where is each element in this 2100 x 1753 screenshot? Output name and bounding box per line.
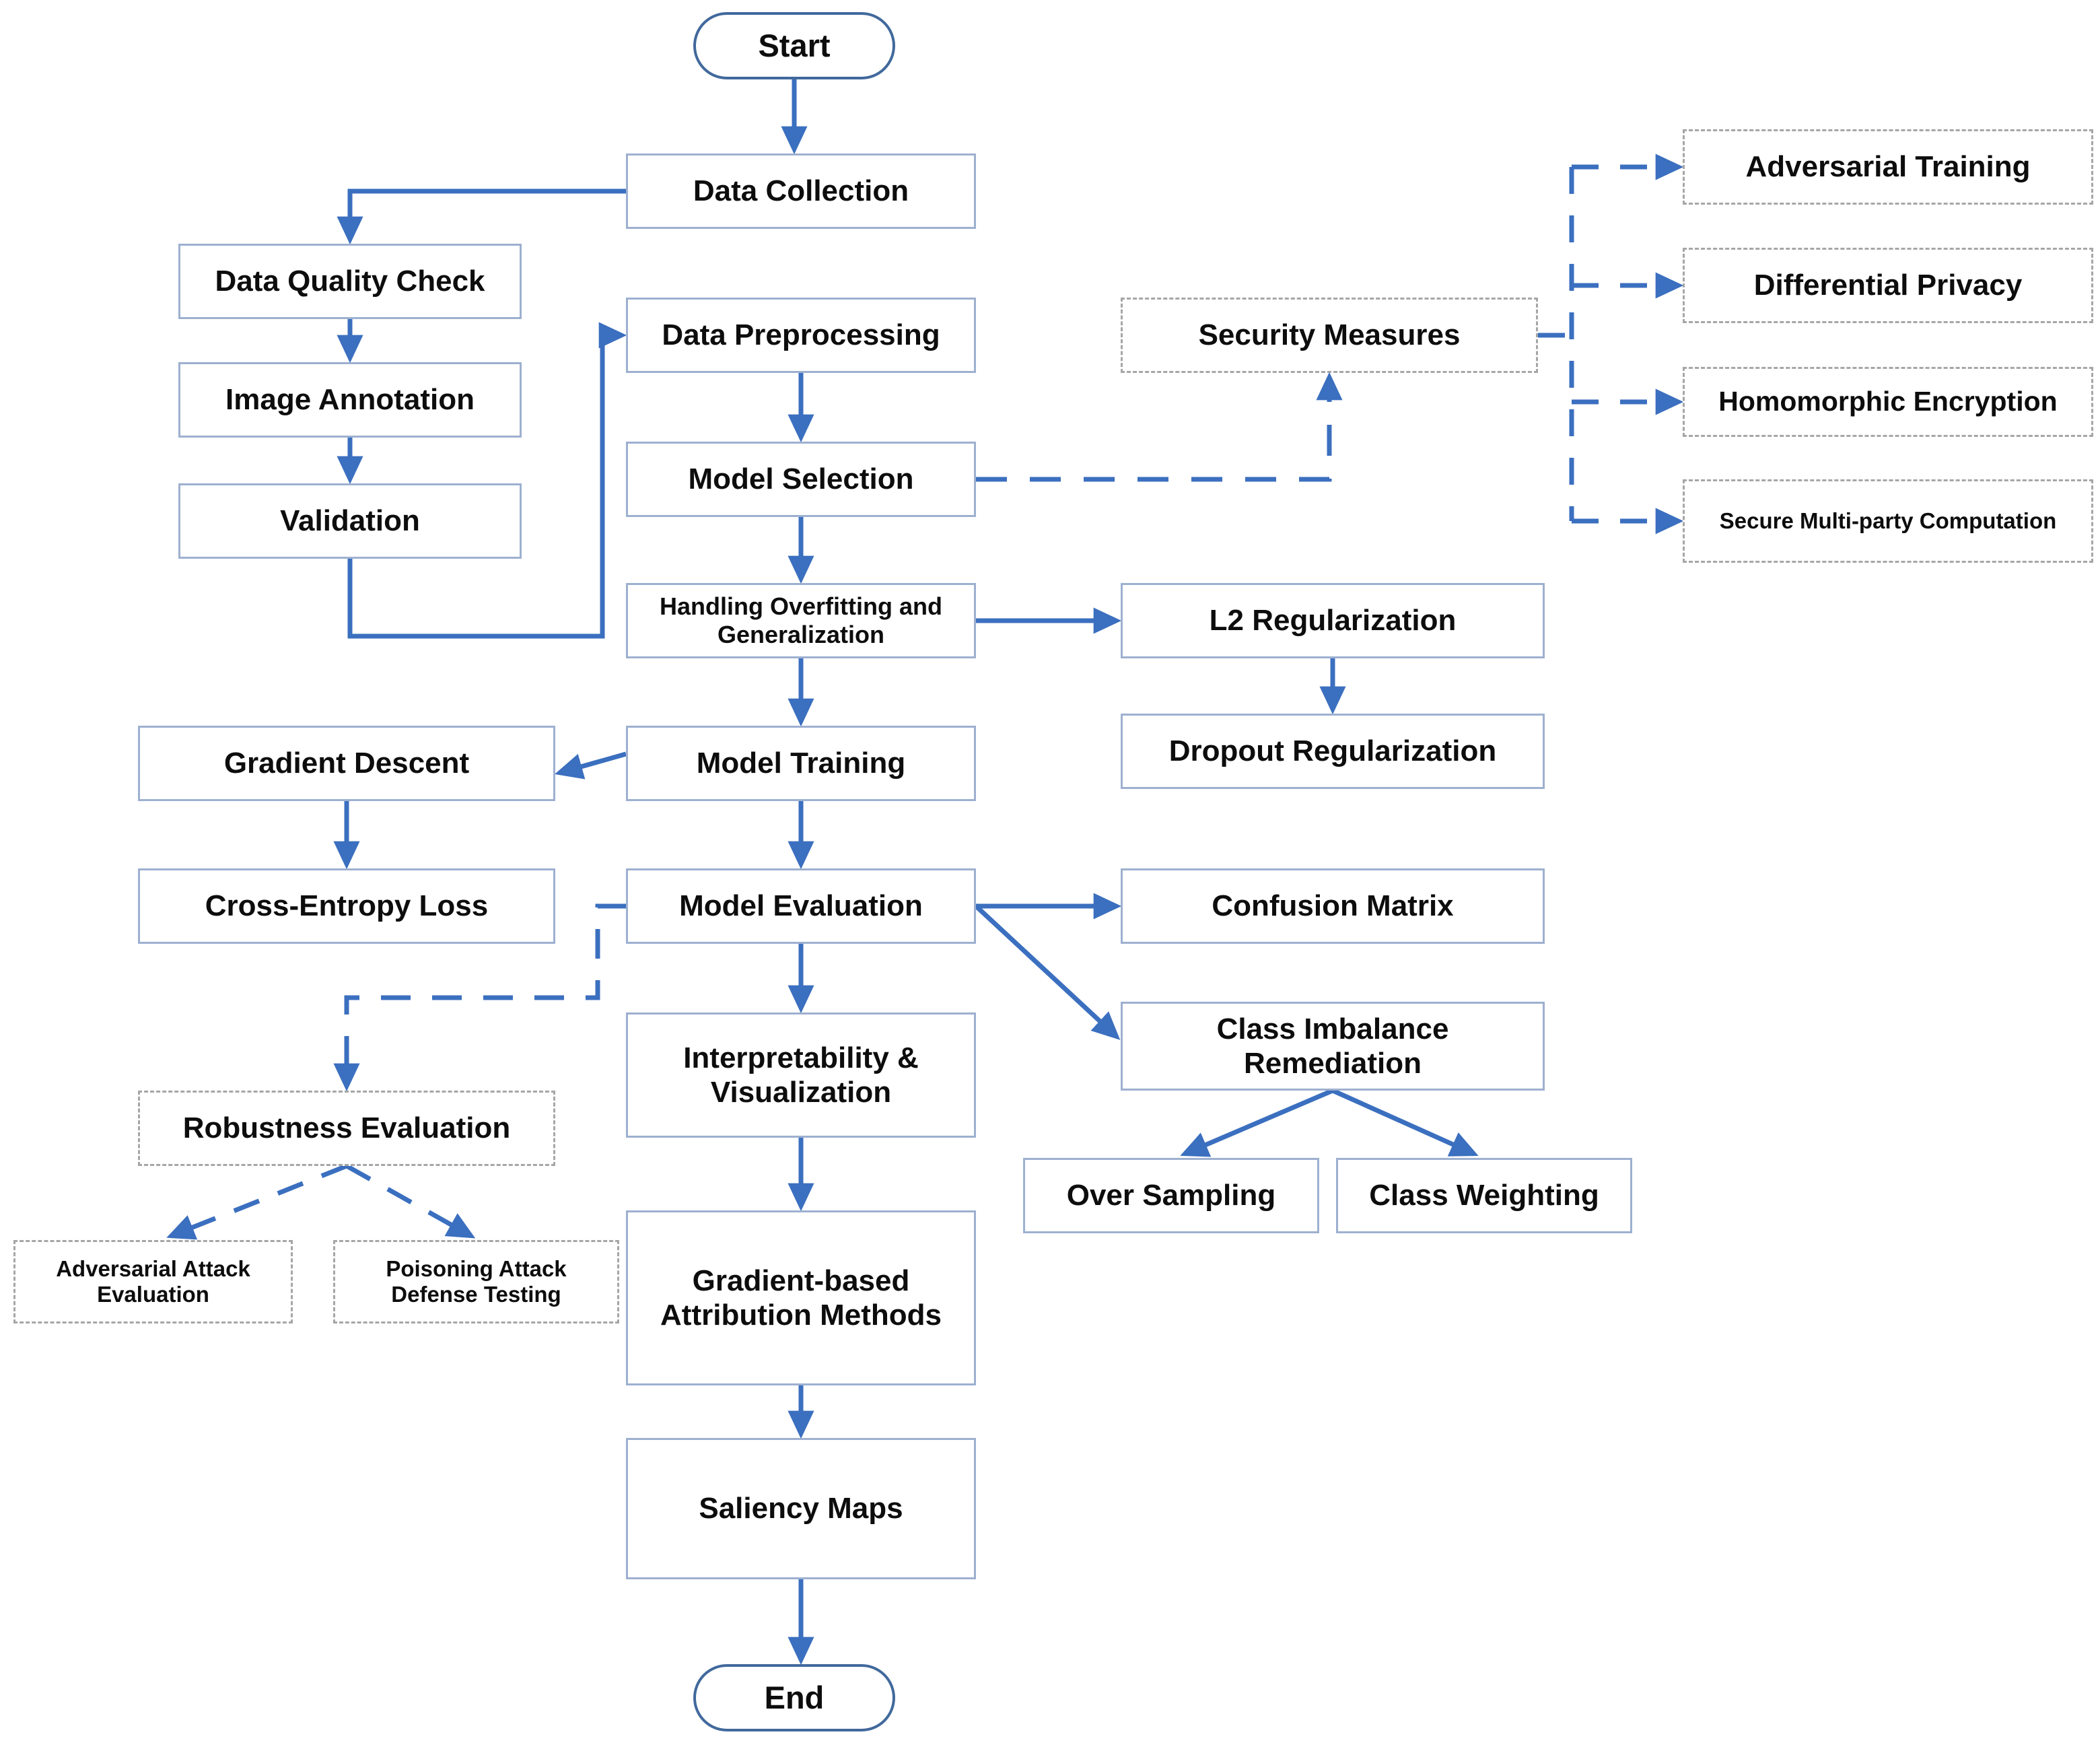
node-data_collection[interactable]: Data Collection (626, 153, 976, 229)
node-label-smpc: Secure Multi-party Computation (1719, 508, 2057, 533)
node-label-image_annotation: Image Annotation (225, 383, 475, 417)
edge-robustness-poisoning-attack (345, 1163, 476, 1239)
node-label-end: End (764, 1679, 825, 1715)
node-interp_vis[interactable]: Interpretability & Visualization (626, 1012, 976, 1138)
edge-model-training-gradient-descent (555, 751, 627, 780)
node-start[interactable]: Start (693, 12, 895, 79)
edge-class-imbalance-class-weighting (1331, 1088, 1479, 1157)
node-label-dropout_reg: Dropout Regularization (1168, 734, 1497, 768)
node-label-security_measures: Security Measures (1198, 318, 1461, 352)
node-model_selection[interactable]: Model Selection (626, 442, 976, 517)
edge-class-imbalance-over-sampling (1180, 1088, 1334, 1157)
node-label-model_eval: Model Evaluation (679, 889, 923, 923)
node-label-robustness_eval: Robustness Evaluation (182, 1111, 511, 1145)
edge-model-evaluation-class-imbalance (974, 904, 1121, 1040)
node-label-adversarial_attack: Adversarial Attack Evaluation (56, 1256, 250, 1307)
node-label-gradient_descent: Gradient Descent (223, 747, 470, 780)
node-class_weighting[interactable]: Class Weighting (1336, 1158, 1632, 1233)
node-homomorphic[interactable]: Homomorphic Encryption (1683, 367, 2093, 437)
node-label-data_collection: Data Collection (693, 174, 909, 208)
edge-robustness-adversarial-attack (166, 1163, 348, 1240)
node-over_sampling[interactable]: Over Sampling (1023, 1158, 1319, 1233)
node-label-over_sampling: Over Sampling (1066, 1179, 1276, 1212)
node-label-adv_training: Adversarial Training (1745, 150, 2031, 184)
node-gradient_descent[interactable]: Gradient Descent (138, 726, 555, 801)
node-cross_entropy[interactable]: Cross-Entropy Loss (138, 868, 555, 944)
node-model_eval[interactable]: Model Evaluation (626, 868, 976, 944)
node-label-start: Start (758, 27, 831, 63)
node-label-class_weighting: Class Weighting (1369, 1179, 1599, 1212)
node-label-saliency_maps: Saliency Maps (699, 1492, 903, 1525)
node-label-l2_reg: L2 Regularization (1209, 604, 1457, 638)
node-robustness_eval[interactable]: Robustness Evaluation (138, 1091, 555, 1166)
node-label-data_quality: Data Quality Check (215, 265, 485, 298)
node-data_preproc[interactable]: Data Preprocessing (626, 298, 976, 373)
node-adversarial_attack[interactable]: Adversarial Attack Evaluation (13, 1240, 293, 1324)
node-label-poisoning_attack: Poisoning Attack Defense Testing (386, 1256, 567, 1307)
node-saliency_maps[interactable]: Saliency Maps (626, 1438, 976, 1579)
edge-data-collection-data-quality (337, 188, 626, 245)
node-label-homomorphic: Homomorphic Encryption (1718, 386, 2058, 417)
node-label-class_imbalance: Class Imbalance Remediation (1216, 1012, 1449, 1080)
node-label-cross_entropy: Cross-Entropy Loss (205, 889, 489, 923)
node-label-validation: Validation (280, 504, 420, 538)
node-grad_attrib[interactable]: Gradient-based Attribution Methods (626, 1210, 976, 1385)
node-class_imbalance[interactable]: Class Imbalance Remediation (1121, 1002, 1545, 1091)
node-validation[interactable]: Validation (178, 483, 522, 559)
node-label-model_selection: Model Selection (688, 462, 914, 496)
node-label-handling_overfit: Handling Overfitting and Generalization (660, 592, 942, 648)
node-end[interactable]: End (693, 1664, 895, 1731)
edge-model-selection-security-measures (976, 372, 1343, 482)
node-handling_overfit[interactable]: Handling Overfitting and Generalization (626, 583, 976, 658)
node-confusion_matrix[interactable]: Confusion Matrix (1121, 868, 1545, 944)
node-model_training[interactable]: Model Training (626, 726, 976, 801)
node-label-data_preproc: Data Preprocessing (662, 318, 940, 352)
node-smpc[interactable]: Secure Multi-party Computation (1683, 479, 2093, 563)
node-label-interp_vis: Interpretability & Visualization (683, 1041, 919, 1109)
node-security_measures[interactable]: Security Measures (1121, 298, 1538, 373)
node-poisoning_attack[interactable]: Poisoning Attack Defense Testing (333, 1240, 619, 1324)
node-diff_privacy[interactable]: Differential Privacy (1683, 248, 2093, 323)
node-label-confusion_matrix: Confusion Matrix (1212, 889, 1454, 923)
node-data_quality[interactable]: Data Quality Check (178, 244, 522, 319)
node-label-model_training: Model Training (696, 747, 906, 780)
node-l2_reg[interactable]: L2 Regularization (1121, 583, 1545, 658)
node-label-diff_privacy: Differential Privacy (1753, 269, 2023, 302)
node-adv_training[interactable]: Adversarial Training (1683, 129, 2093, 205)
node-label-grad_attrib: Gradient-based Attribution Methods (660, 1264, 942, 1332)
node-image_annotation[interactable]: Image Annotation (178, 362, 522, 438)
node-dropout_reg[interactable]: Dropout Regularization (1121, 714, 1545, 789)
